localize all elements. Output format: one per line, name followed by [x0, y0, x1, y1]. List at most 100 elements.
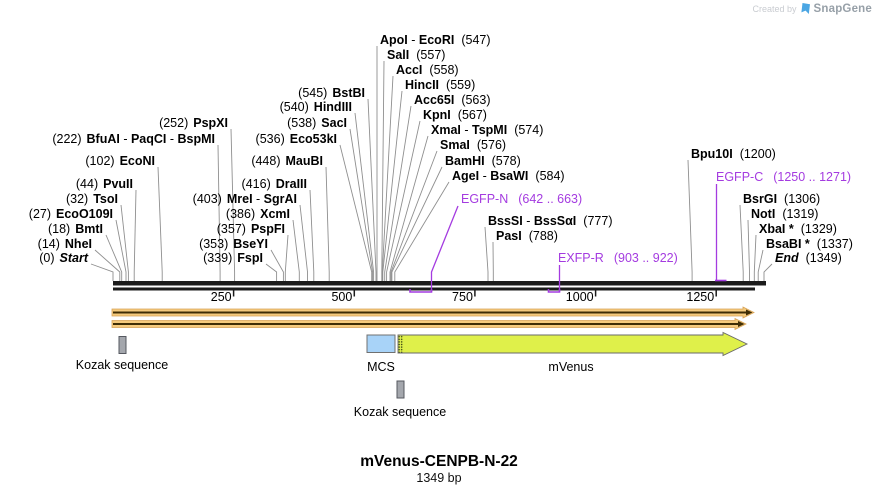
leader-line-hincii	[382, 90, 403, 281]
mvenus-hatch-band	[398, 335, 404, 353]
ruler-label-750: 750	[452, 290, 473, 304]
leader-line-mrei	[299, 204, 308, 281]
site-label-ecoo109i[interactable]: (27)EcoO109I	[28, 207, 113, 221]
leader-line-acci	[381, 75, 394, 281]
site-label-pasi[interactable]: PasI(788)	[496, 229, 558, 243]
leader-line-tsoi	[120, 204, 129, 281]
sequence-bar-bottom	[113, 287, 755, 291]
construct-length: 1349 bp	[416, 471, 462, 485]
site-label-noti[interactable]: NotI(1319)	[751, 207, 819, 221]
leader-line-eco53ki	[339, 144, 373, 281]
mcs-label[interactable]: MCS	[367, 360, 395, 374]
region-leader-egfp-n	[430, 205, 459, 292]
site-label-econi[interactable]: (102)EcoNI	[85, 154, 155, 168]
region-bracket-exfp-r[interactable]	[547, 289, 561, 293]
leader-line-nhei	[94, 249, 121, 281]
site-label-pspxi[interactable]: (252)PspXI	[159, 116, 228, 130]
leader-line-ecoo109i	[115, 219, 127, 281]
site-label-mrei[interactable]: (403)MreI - SgrAI	[192, 192, 297, 206]
ruler-label-500: 500	[331, 290, 353, 304]
ruler-label-250: 250	[210, 290, 232, 304]
leader-line-pvuii	[133, 189, 137, 281]
site-label-bseyi[interactable]: (353)BseYI	[199, 237, 268, 251]
leader-line-pspxi	[230, 128, 236, 281]
site-label-bmti[interactable]: (18)BmtI	[47, 222, 103, 236]
site-label-xbai[interactable]: XbaI *(1329)	[759, 222, 837, 236]
site-label-bfuai[interactable]: (222)BfuAI - PaqCI - BspMI	[52, 132, 215, 146]
site-label-fspi[interactable]: (339)FspI	[203, 251, 263, 265]
site-label-maubi[interactable]: (448)MauBI	[251, 154, 323, 168]
leader-line-xcmi	[292, 219, 300, 281]
construct-title: mVenus-CENPB-N-22	[360, 453, 518, 470]
kozak-2-label[interactable]: Kozak sequence	[353, 405, 447, 419]
kozak-2-box[interactable]	[396, 380, 405, 399]
kozak-1-box[interactable]	[118, 336, 127, 354]
site-label-acci[interactable]: AccI(558)	[396, 63, 459, 77]
leader-line-xmai	[389, 135, 429, 281]
site-label-agei[interactable]: AgeI - BsaWI(584)	[452, 169, 565, 183]
site-label-pvuii[interactable]: (44)PvuII	[75, 177, 133, 191]
leader-line-bsrgi	[739, 204, 744, 281]
leader-line-hindiii	[354, 112, 375, 281]
leader-line-bstbi	[367, 98, 377, 281]
kozak-1-label[interactable]: Kozak sequence	[75, 358, 169, 372]
leader-line-sali	[381, 60, 385, 281]
site-label-start[interactable]: (0)Start	[39, 251, 88, 265]
created-by-text: Created by	[752, 4, 797, 14]
site-label-xcmi[interactable]: (386)XcmI	[225, 207, 290, 221]
leader-line-pspfi	[284, 234, 289, 281]
ruler-label-1250: 1250	[686, 290, 715, 304]
leader-line-kpni	[386, 120, 421, 281]
site-label-bsabi[interactable]: BsaBI *(1337)	[766, 237, 853, 251]
site-label-bamhi[interactable]: BamHI(578)	[445, 154, 521, 168]
site-label-saci[interactable]: (538)SacI	[287, 116, 347, 130]
leader-line-noti	[747, 219, 750, 281]
region-label-exfp-r[interactable]: EXFP-R(903 .. 922)	[558, 251, 678, 265]
mcs-box[interactable]	[366, 334, 396, 353]
site-label-kpni[interactable]: KpnI(567)	[423, 108, 487, 122]
site-label-bsssi[interactable]: BssSI - BssSαI(777)	[488, 214, 613, 228]
site-label-hindiii[interactable]: (540)HindIII	[279, 100, 352, 114]
leader-line-acc65i	[384, 105, 412, 281]
orf-core-arrowhead	[746, 309, 753, 316]
site-label-tsoi[interactable]: (32)TsoI	[65, 192, 118, 206]
site-label-bstbi[interactable]: (545)BstBI	[298, 86, 365, 100]
snapgene-credit: Created by SnapGene	[752, 3, 872, 15]
region-bracket-egfp-n[interactable]	[409, 289, 433, 293]
leader-line-end	[763, 263, 773, 281]
site-label-bsrgi[interactable]: BsrGI(1306)	[743, 192, 821, 206]
construct-footer: mVenus-CENPB-N-22 1349 bp	[0, 453, 878, 486]
leader-line-bpu10i	[687, 159, 693, 281]
snapgene-flag-icon	[800, 3, 810, 15]
site-label-bpu10i[interactable]: Bpu10I(1200)	[691, 147, 776, 161]
site-label-end[interactable]: End(1349)	[775, 251, 842, 265]
leader-line-start	[90, 263, 114, 281]
site-label-draiii[interactable]: (416)DraIII	[241, 177, 307, 191]
mvenus-arrow-shape[interactable]	[397, 331, 749, 357]
mvenus-label[interactable]: mVenus	[548, 360, 594, 374]
site-label-apoi[interactable]: ApoI - EcoRI(547)	[380, 33, 491, 47]
leader-line-bamhi	[391, 166, 443, 281]
orf-core-arrowhead	[738, 321, 745, 327]
leader-line-bfuai	[217, 144, 221, 281]
site-label-pspfi[interactable]: (357)PspFI	[216, 222, 285, 236]
leader-line-agei	[394, 181, 450, 281]
ruler-label-1000: 1000	[565, 290, 594, 304]
site-label-hincii[interactable]: HincII(559)	[405, 78, 476, 92]
site-label-sali[interactable]: SalI(557)	[387, 48, 446, 62]
leader-line-draiii	[309, 189, 315, 281]
leader-line-econi	[157, 166, 163, 281]
site-label-eco53ki[interactable]: (536)Eco53kI	[255, 132, 337, 146]
site-label-xmai[interactable]: XmaI - TspMI(574)	[431, 123, 544, 137]
site-label-acc65i[interactable]: Acc65I(563)	[414, 93, 491, 107]
leader-line-bseyi	[270, 249, 284, 281]
leader-line-xbai	[753, 234, 757, 281]
region-label-egfp-c[interactable]: EGFP-C(1250 .. 1271)	[716, 170, 852, 184]
leader-line-bmti	[105, 234, 123, 281]
leader-line-saci	[349, 128, 374, 281]
site-label-nhei[interactable]: (14)NheI	[37, 237, 92, 251]
site-label-smai[interactable]: SmaI(576)	[440, 138, 507, 152]
region-label-egfp-n[interactable]: EGFP-N(642 .. 663)	[461, 192, 583, 206]
